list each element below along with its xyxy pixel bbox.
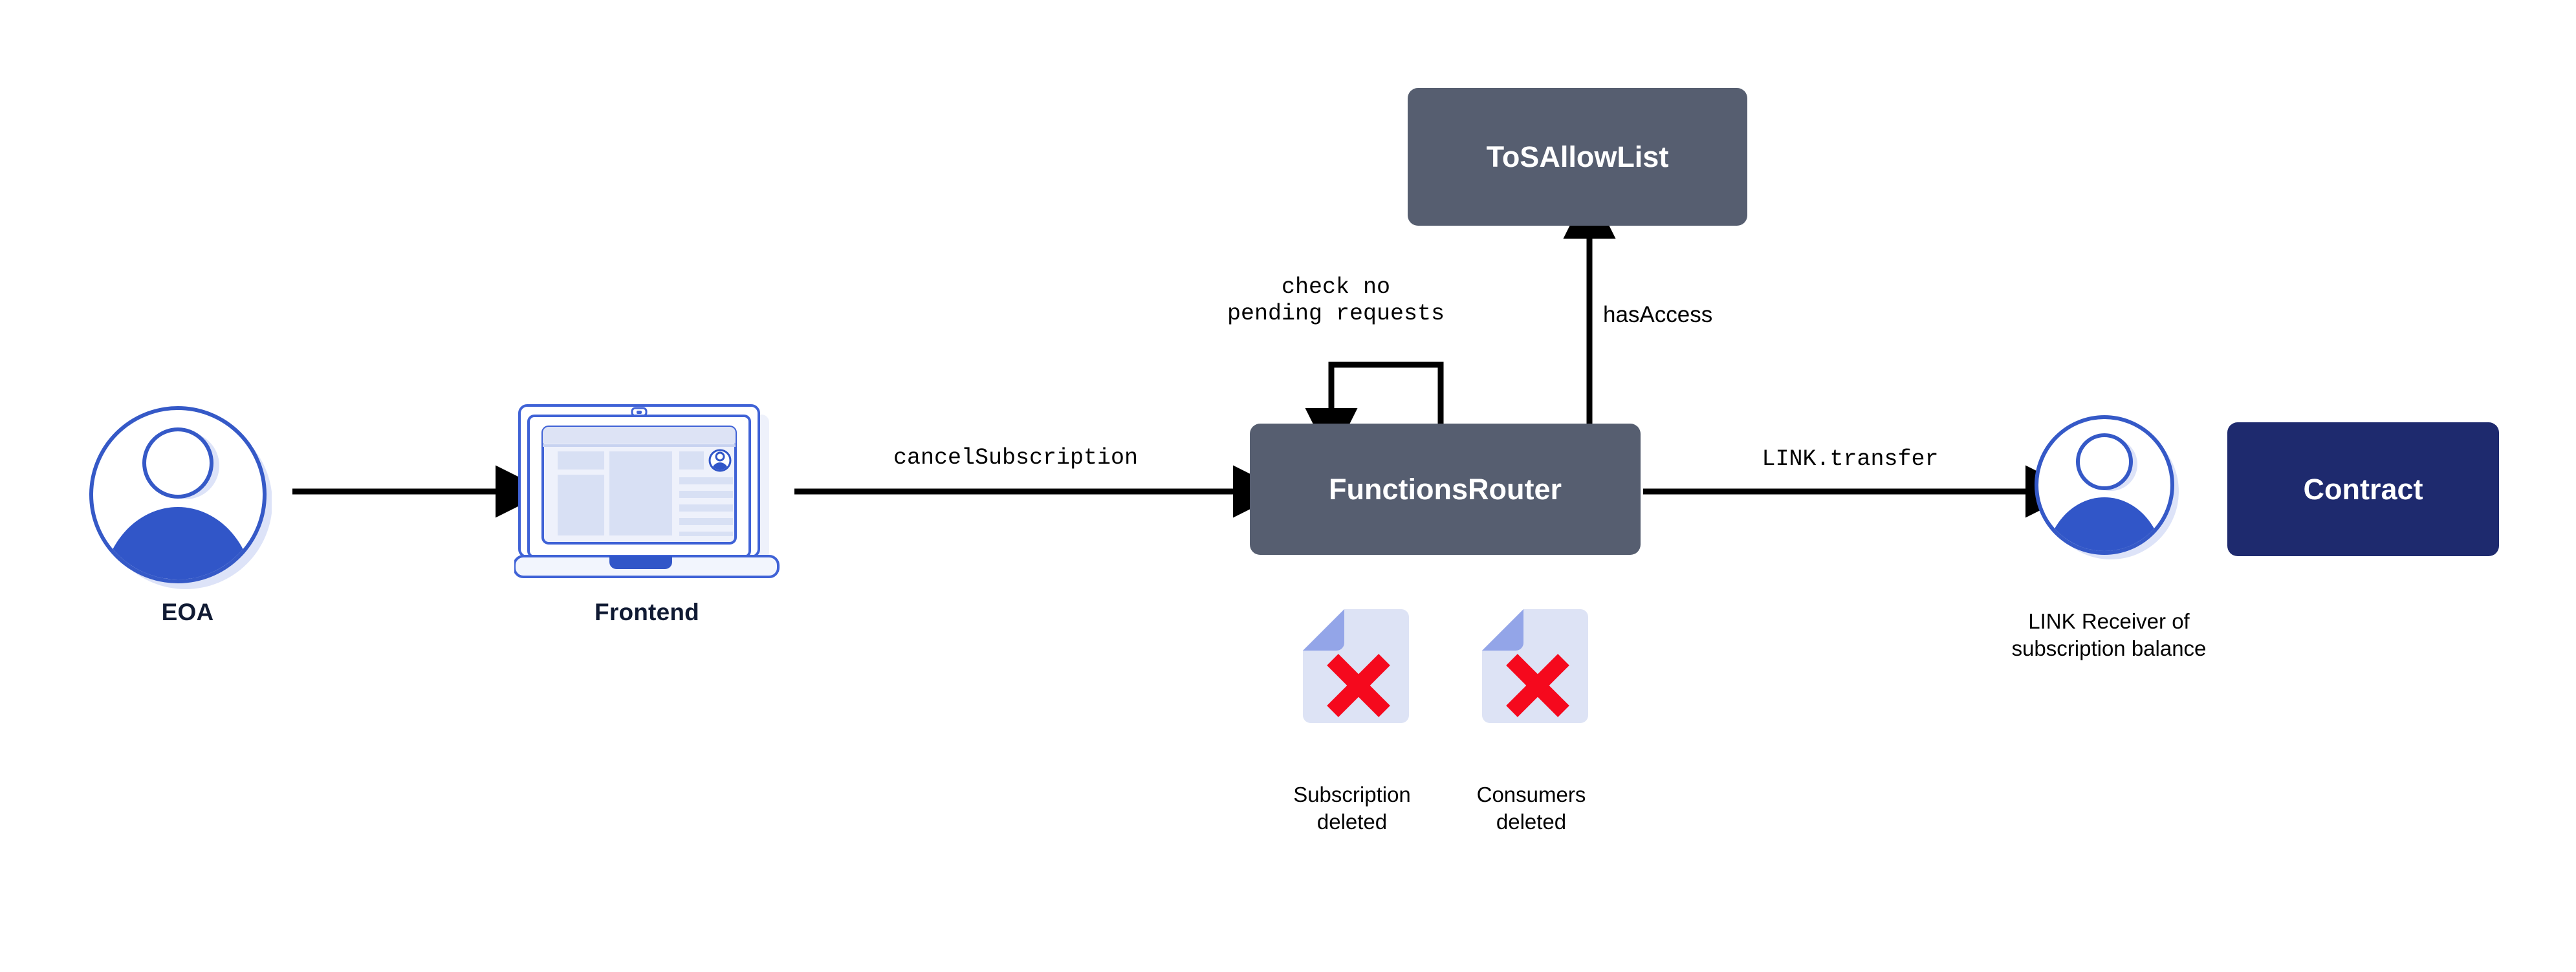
link-receiver-caption-line1: LINK Receiver of [2028,609,2190,633]
avatar-icon [89,406,272,589]
edge-label-check-pending-line2: pending requests [1227,301,1445,327]
subscription-deleted-caption-line2: deleted [1316,810,1388,834]
subscription-deleted-caption-line1: Subscription [1293,783,1411,806]
edge-label-link-transfer: LINK.transfer [1762,446,1939,472]
consumers-deleted-caption: Consumers deleted [1428,781,1635,836]
frontend-caption: Frontend [595,599,699,625]
link-receiver-caption: LINK Receiver of subscription balance [1980,608,2238,662]
subscription-deleted-caption: Subscription deleted [1249,781,1456,836]
subscription-deleted-document [1294,608,1410,724]
avatar-icon [2035,415,2179,559]
eoa-avatar [84,401,272,595]
edge-label-cancel-subscription: cancelSubscription [893,445,1139,471]
document-deleted-icon [1482,609,1588,723]
laptop-icon [513,404,780,578]
frontend-laptop [513,399,780,587]
edge-label-check-pending-line1: check no [1281,274,1391,300]
document-deleted-icon [1303,609,1409,723]
screen-user-icon [708,449,732,472]
consumers-deleted-caption-line2: deleted [1496,810,1567,834]
eoa-caption: EOA [161,599,214,625]
consumers-deleted-document [1473,608,1589,724]
edge-label-has-access: hasAccess [1603,302,1713,327]
link-receiver-avatar [2033,413,2182,568]
arrow-router-self-loop [1305,362,1444,460]
link-receiver-caption-line2: subscription balance [2011,636,2207,661]
edge-label-check-pending: check no pending requests [1213,274,1459,328]
consumers-deleted-caption-line1: Consumers [1476,783,1586,806]
